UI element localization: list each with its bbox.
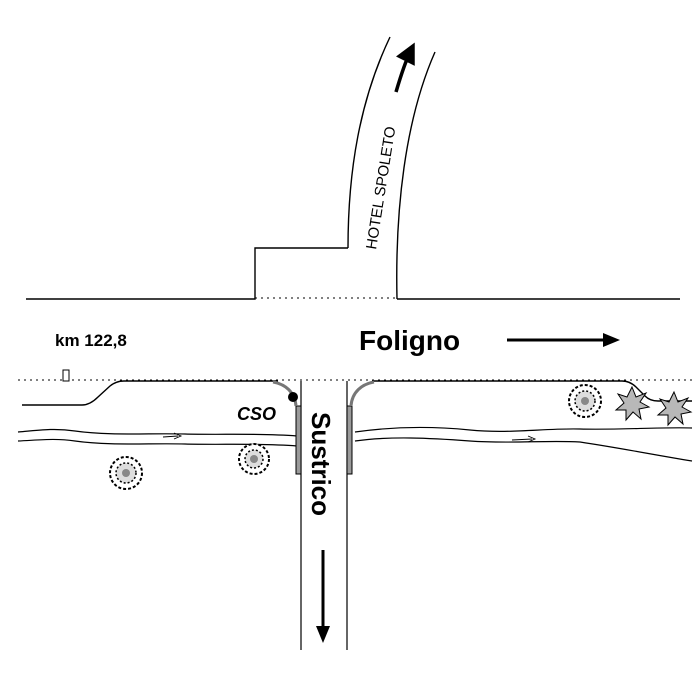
destination-label: Foligno [359,325,460,356]
shrub-icon [614,385,651,422]
cso-label: CSO [237,404,276,424]
canal-west [17,428,298,447]
side-road-arrow-icon [394,42,415,93]
river-label: Sustrico [306,412,336,516]
tree-icon [238,443,270,475]
tree-icon [568,384,602,418]
side-road [347,36,436,300]
culvert-wall-west [295,405,302,475]
canal-east [354,426,693,462]
culvert-wall-east [346,405,353,475]
road-north-edge [26,247,680,300]
headwall-west [272,380,298,407]
km-label: km 122,8 [55,331,127,350]
flow-arrow-icon [162,432,183,440]
road-south-edge [18,379,692,406]
destination-arrow-icon [507,333,620,347]
side-road-label: HOTEL SPOLETO [363,125,399,250]
cso-point-icon [288,392,298,402]
river-flow-arrow-icon [316,550,330,643]
flow-arrow-icon [511,435,537,443]
km-marker-icon [62,369,70,382]
shrub-icon [656,390,693,427]
tree-icon [109,456,143,490]
headwall-east [349,380,375,407]
